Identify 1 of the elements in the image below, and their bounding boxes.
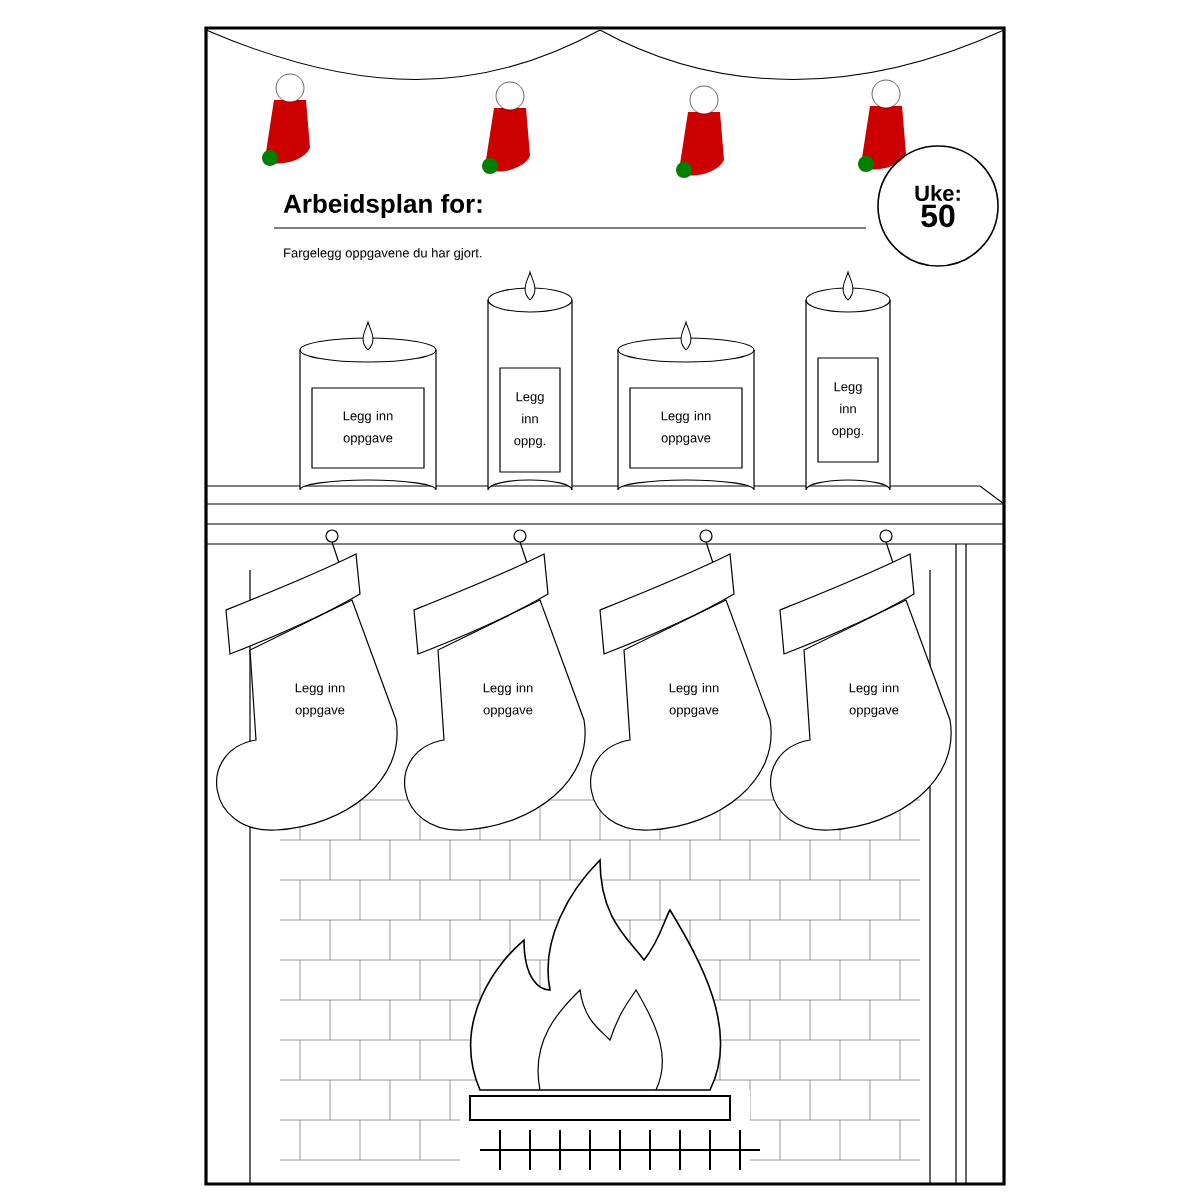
- heading: Arbeidsplan for:: [283, 193, 482, 219]
